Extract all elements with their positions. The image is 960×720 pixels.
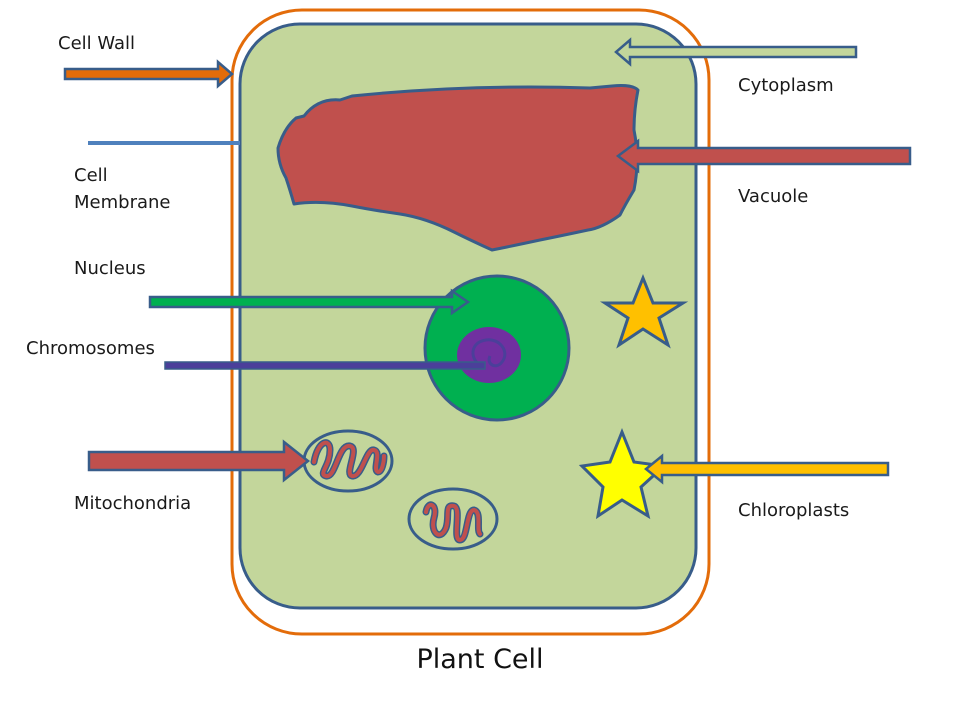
label-mitochondria: Mitochondria: [74, 493, 192, 514]
label-cytoplasm: Cytoplasm: [738, 75, 834, 96]
arrow-mitochondria: [87, 439, 311, 483]
label-chromosomes: Chromosomes: [26, 338, 155, 359]
label-cell-wall: Cell Wall: [58, 33, 136, 54]
label-cell-membrane: Cell Membrane: [74, 162, 170, 216]
arrow-chloroplasts: [644, 453, 890, 485]
chloroplast-orange: [599, 273, 689, 349]
chromosome-coil: [471, 338, 507, 370]
label-vacuole: Vacuole: [738, 186, 809, 207]
arrow-chromosomes: [164, 361, 486, 370]
arrow-vacuole: [615, 138, 912, 174]
nucleolus: [457, 327, 521, 383]
mitochondrion-2: [407, 487, 499, 551]
mitochondrion-1: [302, 429, 394, 493]
diagram-title: Plant Cell: [416, 644, 544, 675]
label-cell-membrane-line1: Cell: [74, 165, 108, 186]
arrow-cytoplasm: [614, 37, 858, 67]
arrow-nucleus: [148, 288, 471, 316]
vacuole: [276, 84, 640, 252]
label-cell-membrane-line2: Membrane: [74, 192, 171, 213]
label-chloroplasts: Chloroplasts: [738, 500, 850, 521]
label-nucleus: Nucleus: [74, 258, 146, 279]
arrow-cell-wall: [63, 59, 234, 89]
